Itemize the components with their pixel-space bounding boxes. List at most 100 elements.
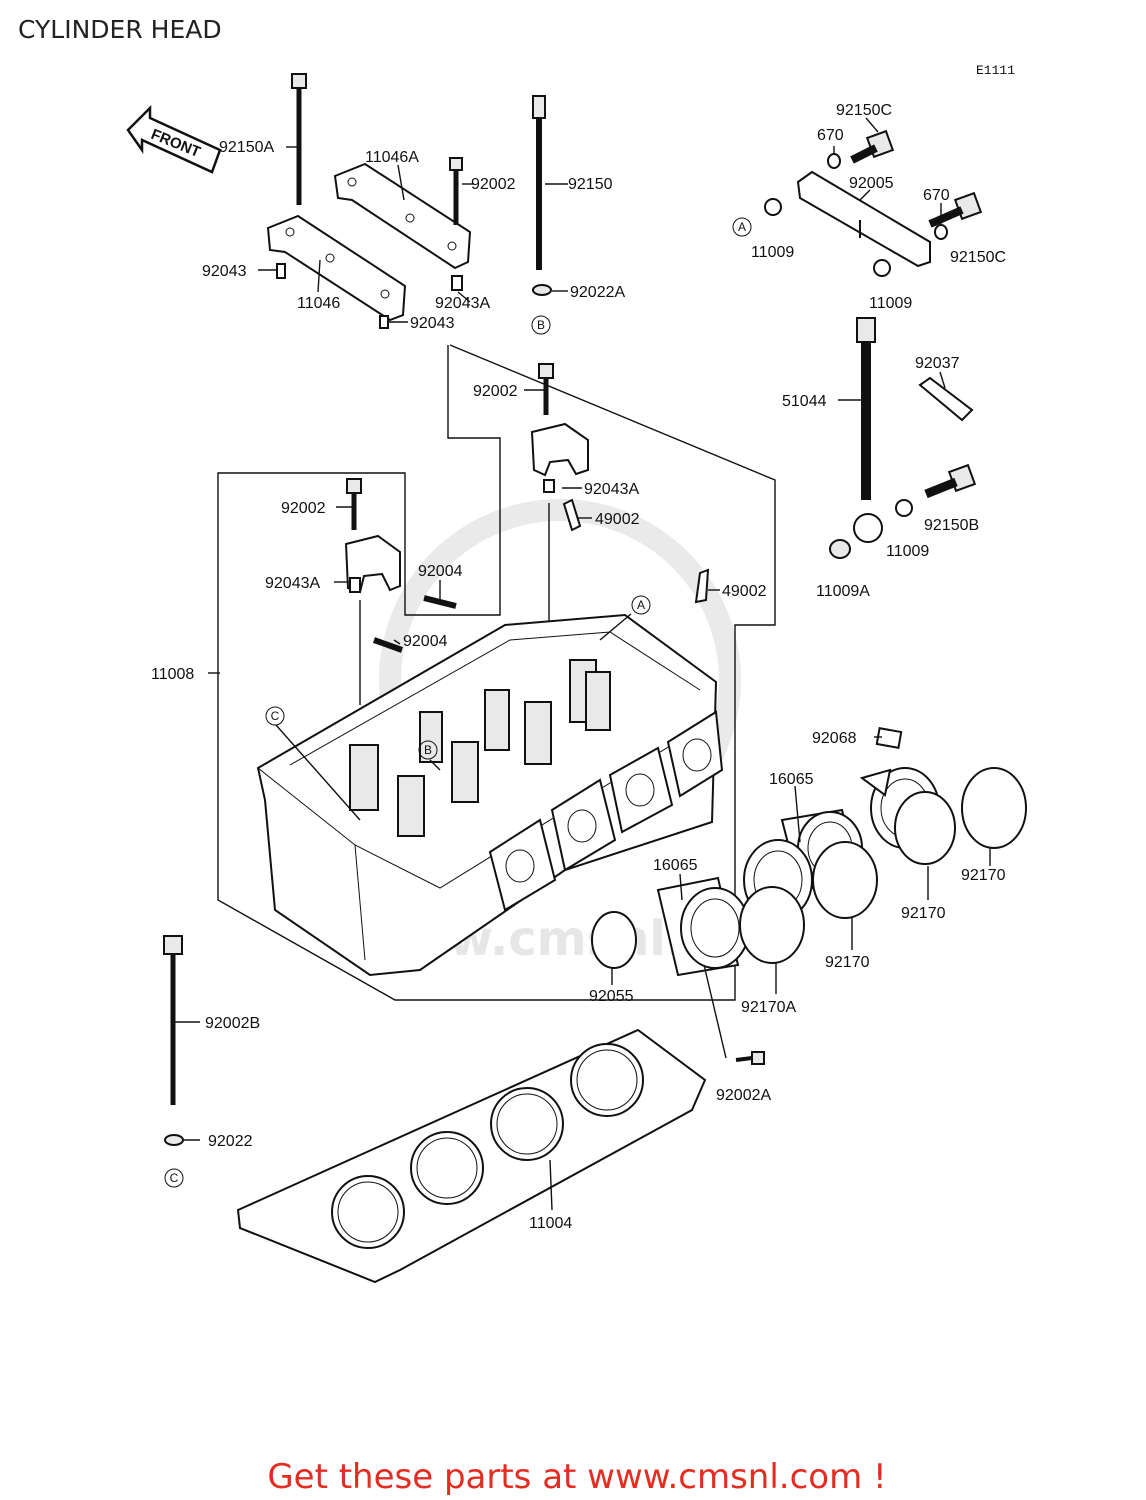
label-92043-bottom: 92043 (410, 315, 455, 332)
bolt-92002B (163, 935, 183, 1105)
label-92170A: 92170A (741, 999, 796, 1016)
stud-92150 (532, 95, 546, 270)
label-92043-left: 92043 (202, 263, 247, 280)
label-92002-left: 92002 (281, 500, 326, 517)
ref-a-head: A (631, 595, 651, 615)
label-92037: 92037 (915, 355, 960, 372)
label-92004-upper: 92004 (418, 563, 463, 580)
cam-cap-upper (530, 422, 589, 477)
o-ring-670-right (934, 224, 948, 240)
label-11046: 11046 (297, 295, 340, 312)
label-92002B: 92002B (205, 1015, 260, 1032)
label-92170-b: 92170 (901, 905, 946, 922)
clamp-92170-c (812, 841, 878, 919)
svg-text:A: A (738, 220, 746, 234)
cap-92068 (859, 768, 892, 797)
label-92002-mid: 92002 (473, 383, 518, 400)
label-92170-c: 92170 (825, 954, 870, 971)
label-92150: 92150 (568, 176, 613, 193)
label-11009-mid: 11009 (869, 295, 912, 312)
washer-11009-left (764, 198, 782, 216)
clamp-92170A (739, 886, 805, 964)
label-670-top: 670 (817, 127, 844, 144)
dowel-92043-bottom (379, 315, 389, 329)
holder-11046 (266, 214, 407, 322)
label-92043A-mid: 92043A (584, 481, 639, 498)
leader-lines (173, 117, 991, 1211)
label-49002-upper: 49002 (595, 511, 640, 528)
label-51044: 51044 (782, 393, 827, 410)
clamp-92170-b (894, 791, 956, 865)
front-arrow-icon: FRONT (126, 104, 222, 174)
promo-link[interactable]: Get these parts at www.cmsnl.com ! (267, 1457, 886, 1497)
fitting-49002-upper (562, 498, 582, 532)
label-11004: 11004 (529, 1215, 572, 1232)
label-92068: 92068 (812, 730, 857, 747)
svg-text:C: C (271, 709, 280, 723)
o-ring-670-top (827, 153, 841, 169)
label-16065-upper: 16065 (769, 771, 814, 788)
label-92150C-right: 92150C (950, 249, 1006, 266)
carb-holder-16065-lower (656, 876, 750, 977)
label-92150B: 92150B (924, 517, 979, 534)
oil-pipe-51044 (853, 317, 883, 543)
cap-92068-body (875, 727, 903, 749)
bolt-92150B (924, 463, 977, 499)
cylinder-head-11008 (256, 613, 724, 977)
label-11008: 11008 (151, 666, 194, 683)
clamp-92170-a (961, 767, 1027, 849)
label-92150C-top: 92150C (836, 102, 892, 119)
washer-11009-mid (873, 259, 891, 277)
label-92022: 92022 (208, 1133, 253, 1150)
bolt-92150C-right (928, 191, 983, 228)
fitting-49002-lower (694, 568, 710, 604)
label-92055: 92055 (589, 988, 634, 1005)
label-92002A: 92002A (716, 1087, 771, 1104)
diagram-code: E1111 (976, 63, 1015, 78)
dowel-92043A-top (451, 275, 463, 291)
bolt-92150C-top (850, 129, 895, 164)
label-92002-top: 92002 (471, 176, 516, 193)
part-labels: 92150A 11046A 92002 92150 92150C 670 920… (151, 102, 1006, 1232)
label-92150A: 92150A (219, 139, 274, 156)
svg-text:A: A (637, 598, 645, 612)
label-11046A: 11046A (365, 149, 419, 166)
bolt-92002-mid (538, 363, 554, 415)
label-11009-left: 11009 (751, 244, 794, 261)
ref-b-top: B (531, 315, 551, 335)
stud-92004-upper (423, 595, 457, 609)
washer-11009-low (895, 499, 913, 517)
label-92005: 92005 (849, 175, 894, 192)
washer-92022A (532, 284, 552, 296)
label-92043A-top: 92043A (435, 295, 490, 312)
label-670-right: 670 (923, 187, 950, 204)
label-92043A-left: 92043A (265, 575, 320, 592)
svg-text:B: B (424, 743, 432, 757)
stud-92004-lower (372, 637, 404, 653)
label-92022A: 92022A (570, 284, 625, 301)
head-assembly-boundary (217, 344, 776, 1001)
ref-c-head: C (265, 706, 285, 726)
label-16065-lower: 16065 (653, 857, 698, 874)
svg-text:C: C (170, 1171, 179, 1185)
label-11009A: 11009A (816, 583, 870, 600)
bolt-92002A (735, 1051, 765, 1065)
o-ring-92055 (591, 911, 637, 969)
bolt-92002-top (449, 157, 463, 225)
label-92004-lower: 92004 (403, 633, 448, 650)
diagram-title: CYLINDER HEAD (18, 15, 222, 44)
dowel-92043A-left (349, 577, 361, 593)
svg-text:B: B (537, 318, 545, 332)
ref-a-left: A (732, 217, 752, 237)
dowel-92043A-mid (543, 479, 555, 493)
oil-pipe-92005 (796, 170, 931, 268)
label-49002-lower: 49002 (722, 583, 767, 600)
bolt-92150A (291, 73, 307, 205)
plug-92037 (918, 376, 974, 422)
holder-11046A (333, 162, 472, 270)
bolt-92002-left (346, 478, 362, 530)
ref-c-bottom: C (164, 1168, 184, 1188)
label-11009-low: 11009 (886, 543, 929, 560)
dowel-92043-left (276, 263, 286, 279)
head-gasket-11004 (236, 1028, 707, 1284)
